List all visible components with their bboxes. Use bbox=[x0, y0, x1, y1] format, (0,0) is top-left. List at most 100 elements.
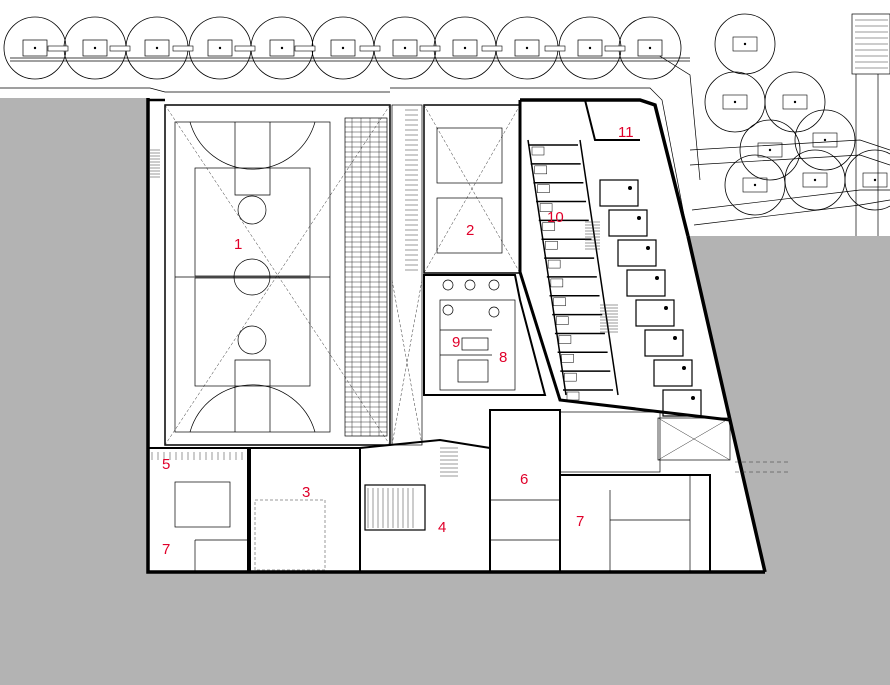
dorm-room bbox=[599, 179, 639, 207]
dorm-bed bbox=[555, 316, 569, 325]
tree-trunk bbox=[341, 46, 345, 50]
tree-trunk bbox=[823, 138, 827, 142]
bench bbox=[544, 45, 566, 52]
room-label-7-right: 7 bbox=[576, 513, 584, 530]
right-terrain bbox=[689, 13, 890, 236]
dorm-fixture bbox=[655, 276, 659, 280]
room-labels: 1 2 3 4 5 6 7 7 8 9 10 11 bbox=[162, 124, 634, 558]
dorm-room bbox=[608, 209, 648, 237]
bench bbox=[419, 45, 441, 52]
tree-trunk bbox=[403, 46, 407, 50]
tree-trunk bbox=[155, 46, 159, 50]
dorm-bed bbox=[537, 184, 550, 193]
dorm-fixture bbox=[691, 396, 695, 400]
tree-pit bbox=[742, 177, 768, 193]
tree-trunk bbox=[33, 46, 37, 50]
bench bbox=[294, 45, 316, 52]
tree-trunk bbox=[218, 46, 222, 50]
tree-trunk bbox=[768, 148, 772, 152]
dorm-room bbox=[635, 299, 675, 327]
tree-trunk bbox=[525, 46, 529, 50]
surrounding-ground bbox=[0, 98, 890, 685]
table bbox=[442, 304, 454, 316]
bench bbox=[47, 45, 69, 52]
room-label-1: 1 bbox=[234, 236, 242, 253]
tree-trunk bbox=[463, 46, 467, 50]
dorm-bed bbox=[566, 391, 580, 401]
tree bbox=[739, 119, 801, 181]
dorm-bed bbox=[542, 222, 556, 231]
table bbox=[488, 306, 500, 318]
corridor-strip bbox=[150, 104, 423, 446]
dorm-corridor-wall bbox=[527, 139, 567, 396]
dorm-room bbox=[626, 269, 666, 297]
dorm-corridor-wall bbox=[579, 139, 619, 396]
table bbox=[442, 279, 454, 291]
dorm-room bbox=[653, 359, 693, 387]
dorm-bed bbox=[564, 372, 577, 382]
dorm-fixture bbox=[664, 306, 668, 310]
tree-trunk bbox=[753, 183, 757, 187]
tree-trunk bbox=[733, 100, 737, 104]
room-label-2: 2 bbox=[466, 222, 474, 239]
street-trees bbox=[3, 13, 890, 216]
bench bbox=[109, 45, 131, 52]
dorm-bed bbox=[539, 203, 553, 212]
dorm-room bbox=[644, 329, 684, 357]
room-label-6: 6 bbox=[520, 471, 528, 488]
dorm-bed bbox=[545, 240, 558, 250]
dorm-bed bbox=[553, 297, 566, 307]
room-label-7-left: 7 bbox=[162, 541, 170, 558]
dorm-bed bbox=[534, 165, 547, 175]
tree-trunk bbox=[813, 178, 817, 182]
table bbox=[464, 279, 476, 291]
tree-pit bbox=[757, 142, 783, 158]
dorm-fixture bbox=[673, 336, 677, 340]
tree-trunk bbox=[873, 178, 877, 182]
tree bbox=[764, 71, 826, 133]
tree-trunk bbox=[588, 46, 592, 50]
dorm-bed bbox=[558, 335, 572, 344]
dormitory-wing bbox=[518, 98, 731, 422]
dorm-fixture bbox=[628, 186, 632, 190]
tree-pit bbox=[782, 94, 808, 110]
tree-trunk bbox=[793, 100, 797, 104]
room-label-4: 4 bbox=[438, 519, 446, 536]
tree-pit bbox=[732, 36, 758, 52]
dorm-fixture bbox=[682, 366, 686, 370]
tree-pit bbox=[722, 94, 748, 110]
room-label-5: 5 bbox=[162, 456, 170, 473]
stair-well bbox=[364, 484, 426, 531]
tree-trunk bbox=[93, 46, 97, 50]
tree-trunk bbox=[743, 42, 747, 46]
room-label-8: 8 bbox=[499, 349, 507, 366]
dorm-bed bbox=[547, 259, 561, 269]
tree-trunk bbox=[280, 46, 284, 50]
tree bbox=[724, 154, 786, 216]
bench bbox=[234, 45, 256, 52]
dorm-bed bbox=[550, 278, 564, 288]
room-label-11: 11 bbox=[618, 124, 634, 141]
dorm-fixture bbox=[637, 216, 641, 220]
meeting-rooms bbox=[423, 274, 547, 396]
table bbox=[488, 279, 500, 291]
tree-pit bbox=[812, 132, 838, 148]
room-label-3: 3 bbox=[302, 484, 310, 501]
dorm-fixture bbox=[646, 246, 650, 250]
tree-trunk bbox=[648, 46, 652, 50]
bench bbox=[604, 45, 626, 52]
tree bbox=[844, 149, 890, 211]
bench bbox=[359, 45, 381, 52]
tree-pit bbox=[862, 172, 888, 188]
room-label-9: 9 bbox=[452, 334, 460, 351]
sports-hall bbox=[164, 104, 391, 446]
dorm-bed bbox=[561, 354, 574, 363]
ground-left bbox=[0, 98, 890, 685]
tree-pit bbox=[802, 172, 828, 188]
bench bbox=[481, 45, 503, 52]
dorm-room bbox=[662, 389, 702, 417]
lower-rooms bbox=[147, 409, 790, 573]
dorm-bed bbox=[531, 146, 545, 156]
ground-right bbox=[688, 236, 890, 572]
